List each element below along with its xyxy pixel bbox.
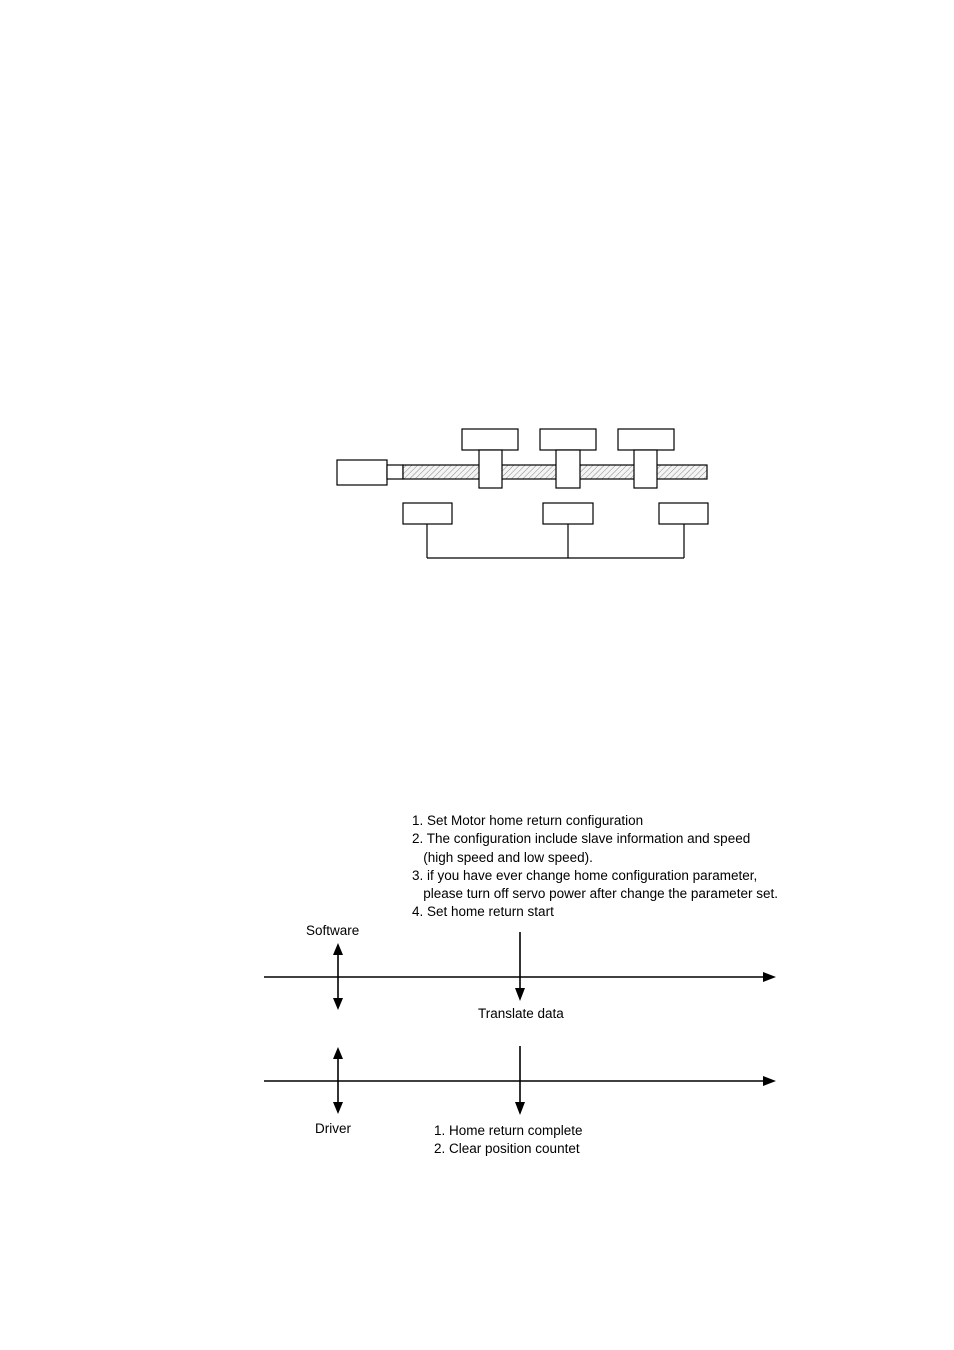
instruction-list: 1. Set Motor home return configuration 2… [412, 812, 778, 922]
sensor-2 [542, 502, 594, 525]
software-label: Software [306, 923, 360, 938]
instruction-line-6: 4. Set home return start [412, 904, 554, 920]
result-line-1: 1. Home return complete [434, 1123, 583, 1138]
mechanical-schematic [336, 428, 709, 559]
motor-block [336, 459, 388, 486]
instruction-line-3: (high speed and low speed). [412, 849, 593, 865]
timing-diagram [264, 932, 776, 1115]
slider-1-top [461, 428, 519, 451]
instruction-line-1: 1. Set Motor home return configuration [412, 813, 644, 828]
result-list: 1. Home return complete 2. Clear positio… [434, 1122, 583, 1159]
motor-coupling [386, 464, 404, 480]
sensor-3 [658, 502, 709, 525]
lead-screw [402, 464, 708, 480]
slider-2-top [539, 428, 597, 451]
sensor-wiring [426, 524, 685, 559]
translate-data-label: Translate data [478, 1006, 564, 1021]
driver-timeline-arrowhead [763, 1076, 776, 1086]
instruction-line-5: please turn off servo power after change… [412, 886, 778, 902]
sensor-1 [402, 502, 453, 525]
instruction-line-4: 3. if you have ever change home configur… [412, 867, 758, 883]
result-line-2: 2. Clear position countet [434, 1141, 580, 1157]
driver-label: Driver [315, 1121, 351, 1136]
slider-2-body [555, 449, 581, 489]
slider-1-body [478, 449, 503, 489]
slider-3-top [617, 428, 675, 451]
software-timeline-arrowhead [763, 972, 776, 982]
slider-3-body [633, 449, 658, 489]
instruction-line-2: 2. The configuration include slave infor… [412, 831, 751, 847]
